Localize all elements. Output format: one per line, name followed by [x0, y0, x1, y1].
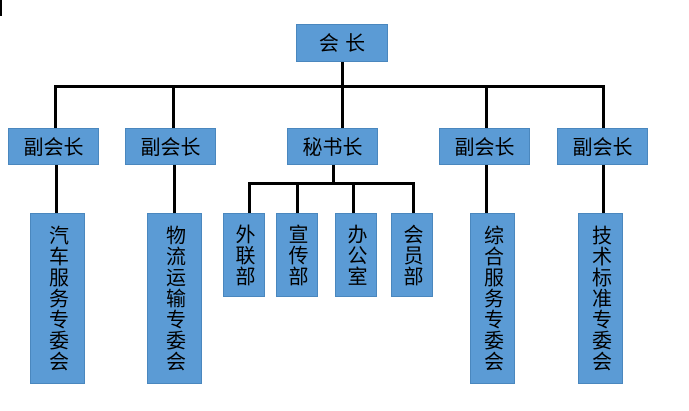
- level2-label-1: 副会长: [23, 134, 84, 159]
- level2-box-3: 秘书长: [287, 128, 378, 165]
- corner-mark: [0, 0, 2, 16]
- level2-box-5: 副会长: [557, 128, 648, 165]
- connector-main-horizontal: [54, 85, 605, 88]
- connector-root-down: [341, 60, 344, 87]
- connector-committee-1: [55, 165, 58, 213]
- committee-box-auto-service: 汽车服务专委会: [30, 213, 85, 384]
- connector-department-4: [412, 182, 415, 213]
- connector-secretariat-horizontal: [248, 182, 415, 185]
- department-label-external-relations: 外联部: [232, 223, 256, 287]
- connector-level2-4: [485, 85, 488, 128]
- level2-box-2: 副会长: [125, 128, 216, 165]
- level2-label-3: 秘书长: [302, 134, 363, 159]
- root-box: 会 长: [296, 24, 388, 62]
- connector-department-3: [352, 182, 355, 213]
- level2-box-1: 副会长: [8, 128, 99, 165]
- committee-label-logistics: 物流运输专委会: [162, 225, 187, 372]
- level2-label-5: 副会长: [572, 134, 633, 159]
- committee-label-comprehensive-service: 综合服务专委会: [480, 225, 505, 372]
- committee-box-logistics: 物流运输专委会: [147, 213, 202, 384]
- committee-label-technical-standards: 技术标准专委会: [588, 225, 613, 372]
- root-label: 会 长: [318, 31, 366, 55]
- connector-level2-2: [172, 85, 175, 128]
- department-label-membership: 会员部: [400, 223, 424, 287]
- level2-label-4: 副会长: [454, 134, 515, 159]
- connector-department-1: [248, 182, 251, 213]
- connector-department-2: [296, 182, 299, 213]
- connector-level2-5: [602, 85, 605, 128]
- department-box-external-relations: 外联部: [223, 213, 265, 297]
- committee-box-technical-standards: 技术标准专委会: [578, 213, 623, 384]
- level2-box-4: 副会长: [439, 128, 530, 165]
- department-box-publicity: 宣传部: [276, 213, 318, 297]
- connector-level2-1: [54, 85, 57, 128]
- department-label-office: 办公室: [344, 223, 368, 287]
- department-box-membership: 会员部: [391, 213, 433, 297]
- connector-secretariat-down: [332, 165, 335, 184]
- committee-box-comprehensive-service: 综合服务专委会: [470, 213, 515, 384]
- connector-level2-3: [341, 85, 344, 128]
- committee-label-auto-service: 汽车服务专委会: [45, 225, 70, 372]
- department-box-office: 办公室: [335, 213, 377, 297]
- department-label-publicity: 宣传部: [285, 223, 309, 287]
- level2-label-2: 副会长: [140, 134, 201, 159]
- connector-committee-4: [602, 165, 605, 213]
- connector-committee-2: [173, 165, 176, 213]
- connector-committee-3: [485, 165, 488, 213]
